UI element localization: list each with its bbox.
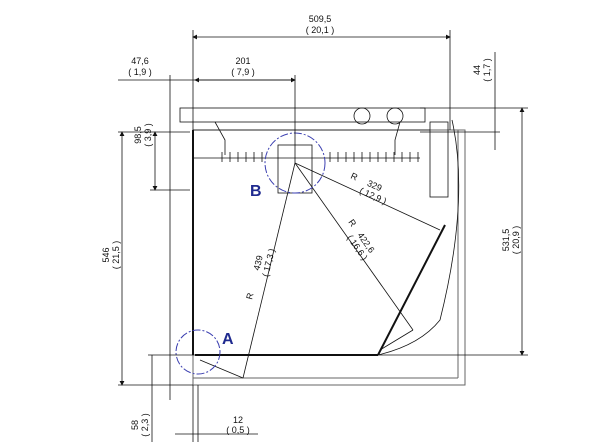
dim-bottom-small-in: ( 0,5 ) xyxy=(226,425,250,435)
radius-422-prefix: R xyxy=(346,217,358,228)
dim-bottom-offset-mm: 58 xyxy=(130,420,140,430)
dim-bottom-small-mm: 12 xyxy=(233,415,243,425)
dim-total-height-in: ( 21,5 ) xyxy=(111,241,121,270)
dim-left-offset-mm: 47,6 xyxy=(131,56,149,66)
radius-439-prefix: R xyxy=(244,291,255,300)
dim-upper-height-mm: 98,5 xyxy=(133,126,143,144)
dim-left-offset-in: ( 1,9 ) xyxy=(128,67,152,77)
oven-outline xyxy=(179,107,466,386)
dimension-labels: 509,5 ( 20,1 ) 201 ( 7,9 ) 47,6 ( 1,9 ) … xyxy=(101,14,521,437)
point-b-label: B xyxy=(250,183,262,200)
dim-total-height-mm: 546 xyxy=(101,247,111,262)
point-a-label: A xyxy=(222,331,234,348)
dim-body-height-in: ( 20,9 ) xyxy=(511,226,521,255)
dim-pivot-offset-in: ( 7,9 ) xyxy=(231,67,255,77)
detail-circle-a xyxy=(175,329,221,375)
radius-439-mm: 439 xyxy=(251,254,264,271)
dim-upper-height-in: ( 3,9 ) xyxy=(143,123,153,147)
dim-bottom-offset-in: ( 2,3 ) xyxy=(140,413,150,437)
dim-top-rail-in: ( 1,7 ) xyxy=(482,58,492,82)
radius-lines xyxy=(199,162,441,379)
radius-439-in: ( 17,3 ) xyxy=(260,248,277,278)
dim-top-rail-mm: 44 xyxy=(472,65,482,75)
dimension-lines xyxy=(118,30,528,442)
dim-pivot-offset-mm: 201 xyxy=(235,56,250,66)
radius-329-prefix: R xyxy=(349,171,359,183)
dim-total-width-mm: 509,5 xyxy=(309,14,332,24)
dim-body-height-mm: 531,5 xyxy=(501,229,511,252)
dim-total-width-in: ( 20,1 ) xyxy=(306,25,335,35)
